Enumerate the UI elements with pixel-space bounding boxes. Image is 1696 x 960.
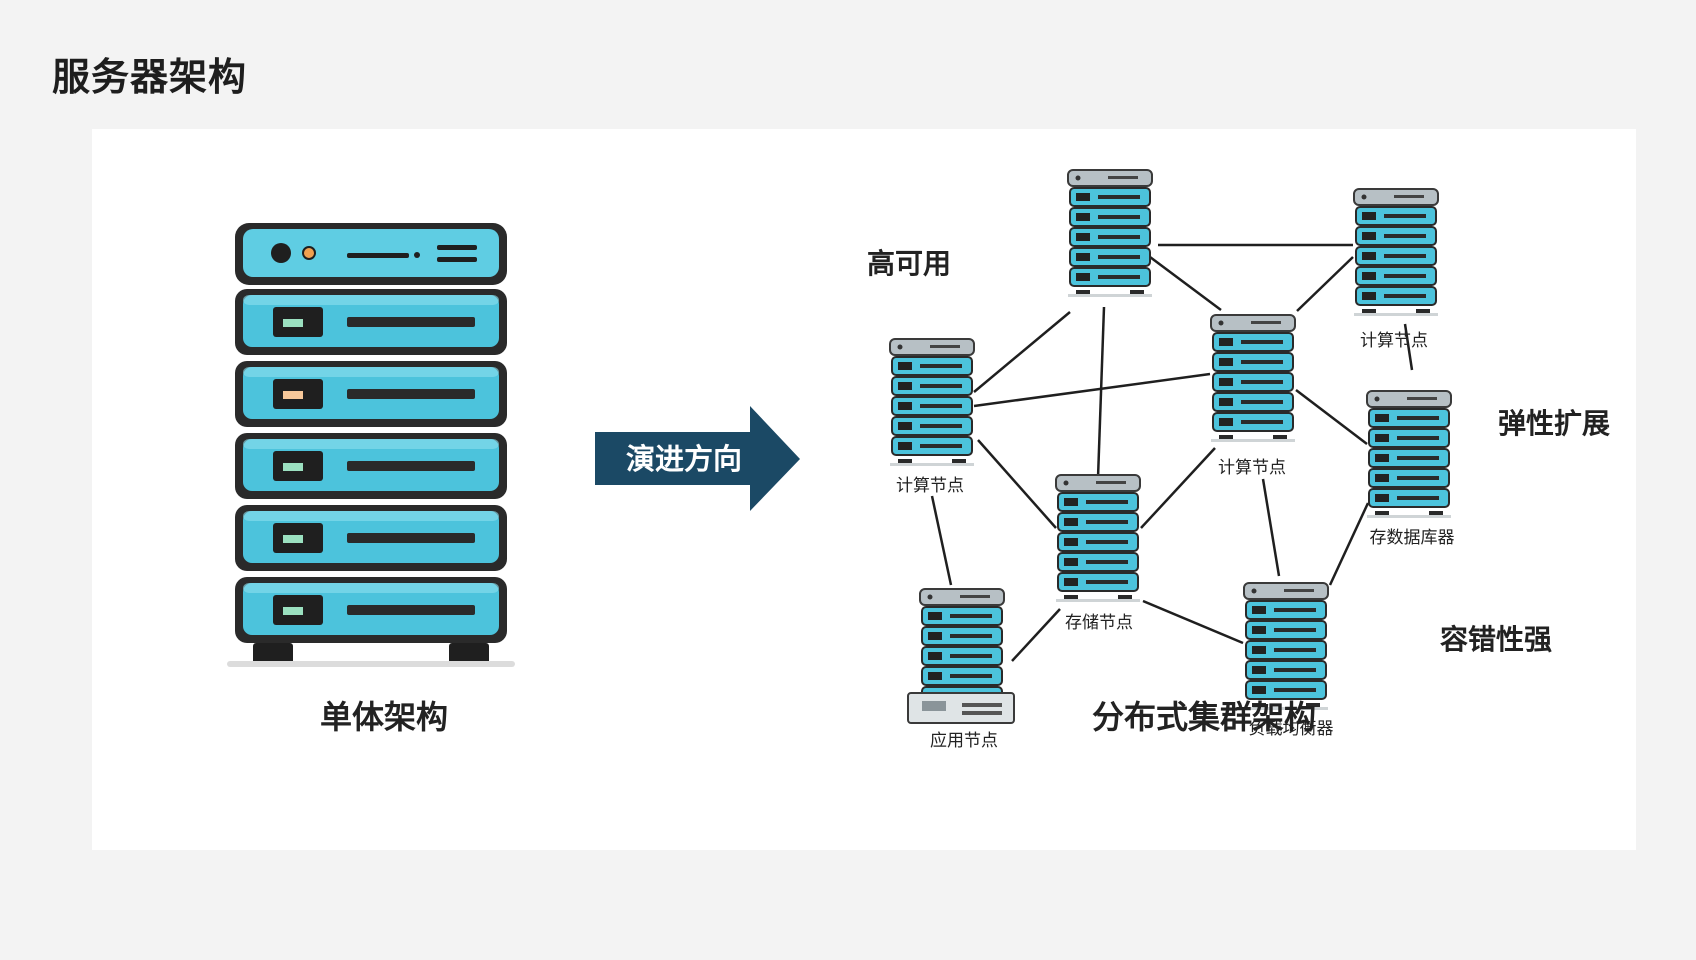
node-label-load-balancer: 负载均衡器 xyxy=(1249,719,1334,739)
server-icon-center xyxy=(1210,314,1296,443)
diagram-panel: 单体架构 演进方向 计算节点 计算节点 计算 xyxy=(92,129,1636,850)
feature-elastic-scaling: 弹性扩展 xyxy=(1498,407,1610,440)
page-title: 服务器架构 xyxy=(52,55,248,99)
server-icon-storage xyxy=(1055,474,1141,603)
evolution-arrow xyxy=(595,406,800,511)
server-icon-load-balancer xyxy=(1243,582,1329,711)
server-icon-database xyxy=(1366,390,1452,519)
node-label-database-server: 存数据库器 xyxy=(1370,528,1455,548)
cluster-connections xyxy=(930,243,1414,662)
cluster-caption: 分布式集群架构 xyxy=(1092,698,1316,736)
arrow-label: 演进方向 xyxy=(626,442,742,476)
app-node-base-icon xyxy=(907,692,1015,724)
feature-fault-tolerance: 容错性强 xyxy=(1440,623,1552,656)
architecture-diagram: 单体架构 演进方向 计算节点 计算节点 计算 xyxy=(227,169,1610,751)
server-icon-left xyxy=(889,338,975,467)
monolith-server-icon xyxy=(227,223,515,667)
node-label-compute-top-right: 计算节点 xyxy=(1360,331,1428,351)
node-label-storage: 存储节点 xyxy=(1065,613,1133,633)
node-label-app: 应用节点 xyxy=(930,731,998,751)
monolith-caption: 单体架构 xyxy=(320,698,448,736)
server-icon-top xyxy=(1067,169,1153,298)
server-icon-top-right xyxy=(1353,188,1439,317)
node-label-compute-left: 计算节点 xyxy=(896,476,964,496)
feature-high-availability: 高可用 xyxy=(867,247,951,280)
node-label-compute-center: 计算节点 xyxy=(1218,458,1286,478)
